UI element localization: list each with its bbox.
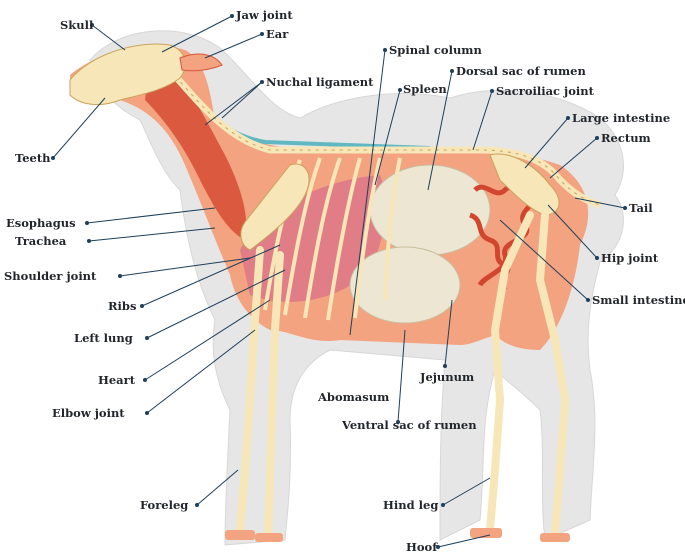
label-foreleg: Foreleg (140, 498, 188, 512)
label-hind-leg: Hind leg (383, 498, 438, 512)
label-rectum: Rectum (601, 131, 651, 145)
label-skull: Skull (60, 18, 93, 32)
label-shoulder-joint: Shoulder joint (4, 269, 96, 283)
label-sacroiliac-joint: Sacroiliac joint (496, 84, 594, 98)
label-tail: Tail (629, 201, 653, 215)
label-elbow-joint: Elbow joint (52, 406, 125, 420)
label-esophagus: Esophagus (6, 216, 76, 230)
label-teeth: Teeth (15, 151, 51, 165)
label-spinal-column: Spinal column (389, 43, 482, 57)
label-dorsal-sac-of-rumen: Dorsal sac of rumen (456, 64, 586, 78)
label-large-intestine: Large intestine (572, 111, 670, 125)
label-hip-joint: Hip joint (601, 251, 658, 265)
label-heart: Heart (98, 373, 135, 387)
label-jejunum: Jejunum (420, 370, 474, 384)
label-small-intestine: Small intestine (592, 293, 685, 307)
label-nuchal-ligament: Nuchal ligament (266, 75, 373, 89)
label-hoof: Hoof (406, 540, 437, 554)
label-jaw-joint: Jaw joint (236, 8, 293, 22)
label-abomasum: Abomasum (318, 390, 389, 404)
label-ribs: Ribs (108, 299, 136, 313)
label-trachea: Trachea (15, 234, 66, 248)
label-ventral-sac-of-rumen: Ventral sac of rumen (342, 418, 477, 432)
label-ear: Ear (266, 27, 288, 41)
label-left-lung: Left lung (74, 331, 133, 345)
label-spleen: Spleen (403, 82, 447, 96)
